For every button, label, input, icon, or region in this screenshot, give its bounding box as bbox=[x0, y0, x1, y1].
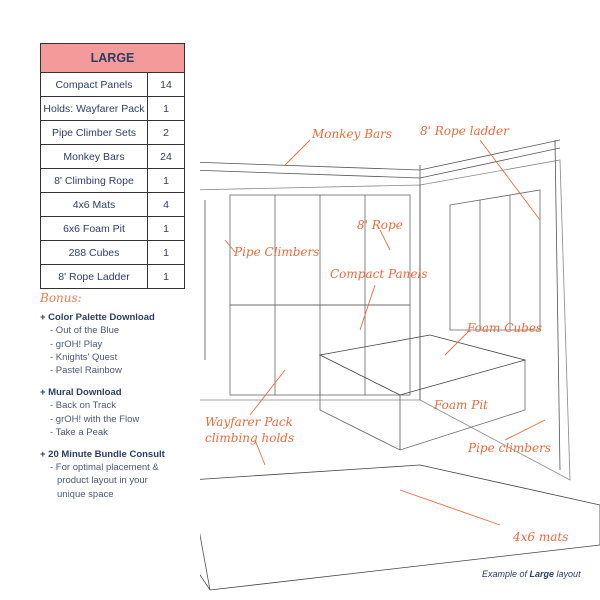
annotation-foam-cubes: Foam Cubes bbox=[467, 321, 543, 335]
item-qty: 1 bbox=[147, 96, 185, 121]
annotation-mats: 4x6 mats bbox=[513, 530, 569, 544]
bonus-item: - Out of the Blue bbox=[50, 325, 120, 337]
bonus-item: - grOH! with the Flow bbox=[50, 413, 140, 425]
caption-suffix: layout bbox=[554, 569, 581, 579]
bonus-title: Bonus: bbox=[40, 291, 82, 305]
annotation-pipe-climbers-right: Pipe climbers bbox=[468, 441, 551, 455]
bonus-group-title: + Mural Download bbox=[40, 387, 122, 399]
item-qty: 24 bbox=[147, 144, 185, 169]
bonus-item: - Back on Track bbox=[50, 400, 116, 412]
annotation-monkey-bars: Monkey Bars bbox=[312, 127, 393, 141]
bonus-item: - grOH! Play bbox=[50, 338, 103, 350]
item-name: Holds: Wayfarer Pack bbox=[40, 96, 148, 121]
bonus-item: - Knights' Quest bbox=[50, 351, 118, 363]
item-name: 288 Cubes bbox=[40, 240, 148, 265]
annotation-rope-ladder: 8' Rope ladder bbox=[420, 124, 509, 138]
bonus-item: - Take a Peak bbox=[50, 426, 108, 438]
annotation-compact-panels: Compact Panels bbox=[330, 267, 428, 281]
annotation-foam-pit: Foam Pit bbox=[434, 398, 488, 412]
annotation-pipe-climbers-left: Pipe Climbers bbox=[234, 245, 320, 259]
item-qty: 1 bbox=[147, 168, 185, 193]
item-name: Compact Panels bbox=[40, 72, 148, 97]
annotation-wayfarer-line1: Wayfarer Pack bbox=[205, 415, 293, 429]
item-name: 6x6 Foam Pit bbox=[40, 216, 148, 241]
item-qty: 1 bbox=[147, 216, 185, 241]
item-name: 8' Rope Ladder bbox=[40, 264, 148, 289]
item-qty: 14 bbox=[147, 72, 185, 97]
bonus-section: Bonus: + Color Palette Download - Out of… bbox=[40, 291, 200, 501]
monkey-bars bbox=[189, 139, 561, 179]
bonus-item: unique space bbox=[57, 488, 114, 500]
table-header: LARGE bbox=[40, 43, 185, 73]
bonus-item: - For optimal placement & bbox=[50, 462, 159, 474]
item-qty: 4 bbox=[147, 192, 185, 217]
item-qty: 1 bbox=[147, 240, 185, 265]
item-name: 4x6 Mats bbox=[40, 192, 148, 217]
caption-prefix: Example of bbox=[482, 569, 530, 579]
annotation-rope: 8' Rope bbox=[357, 218, 403, 232]
item-qty: 2 bbox=[147, 120, 185, 145]
bonus-group-title: + 20 Minute Bundle Consult bbox=[40, 449, 165, 461]
bonus-group-title: + Color Palette Download bbox=[40, 312, 155, 324]
item-name: Pipe Climber Sets bbox=[40, 120, 148, 145]
annotation-wayfarer-line2: climbing holds bbox=[205, 431, 295, 445]
bonus-item: product layout in your bbox=[57, 475, 148, 487]
caption-size: Large bbox=[529, 569, 555, 579]
item-name: Monkey Bars bbox=[40, 144, 148, 169]
item-name: 8' Climbing Rope bbox=[40, 168, 148, 193]
layout-caption: Example of Large layout bbox=[482, 569, 581, 579]
bonus-item: - Pastel Rainbow bbox=[50, 365, 122, 377]
item-qty: 1 bbox=[147, 264, 185, 289]
